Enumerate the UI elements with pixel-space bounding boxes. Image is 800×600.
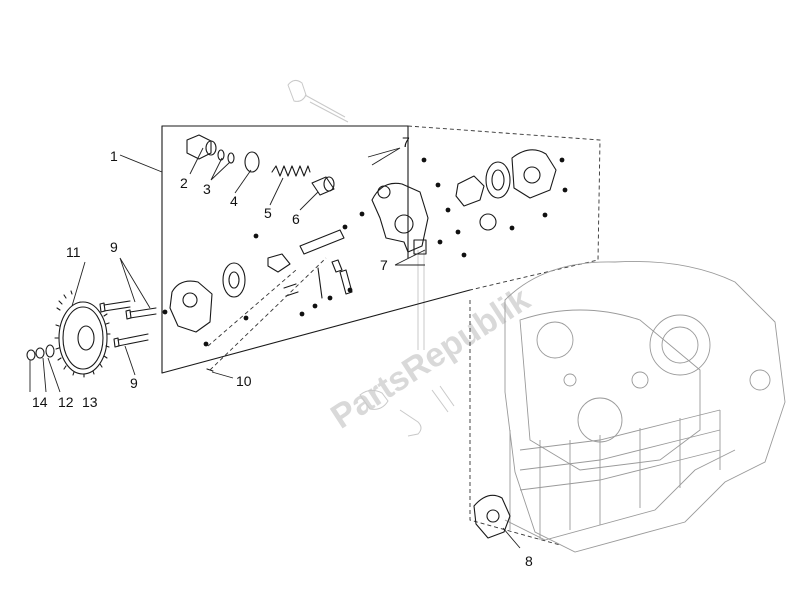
shaft-parts (203, 229, 353, 347)
ghost-parts (287, 79, 455, 437)
callout-5: 5 (264, 205, 272, 221)
upper-pump-body (371, 182, 429, 255)
callout-14: 14 (32, 394, 48, 410)
callout-labels: 1 2 3 4 5 6 7 7 8 9 9 10 11 12 13 14 (32, 134, 533, 569)
callout-7-lower: 7 (380, 257, 388, 273)
engine-crankcase (504, 260, 786, 553)
callout-10: 10 (236, 373, 252, 389)
callout-2: 2 (180, 175, 188, 191)
callout-8: 8 (525, 553, 533, 569)
callout-4: 4 (230, 193, 238, 209)
callout-9-lower: 9 (130, 375, 138, 391)
callout-12: 12 (58, 394, 74, 410)
gear-part (54, 290, 111, 378)
callout-6: 6 (292, 211, 300, 227)
assembly-frame (161, 125, 601, 374)
callout-9-upper: 9 (110, 239, 118, 255)
rotor-parts-upper (455, 149, 557, 231)
callout-13: 13 (82, 394, 98, 410)
callout-1: 1 (110, 148, 118, 164)
engine-guide-line (469, 300, 561, 546)
pin-dots-upper (342, 157, 568, 258)
callout-11: 11 (66, 244, 81, 260)
leader-lines (29, 147, 521, 549)
bolt-parts (99, 300, 157, 348)
sleeve-part (311, 176, 335, 196)
washer-stack (26, 344, 55, 361)
callout-3: 3 (203, 181, 211, 197)
cover-part (473, 494, 511, 539)
spring-part (271, 165, 311, 177)
ring-part (244, 151, 260, 173)
lower-pump-body (162, 262, 246, 333)
callout-7-upper: 7 (402, 134, 410, 150)
plug-part (186, 134, 217, 160)
